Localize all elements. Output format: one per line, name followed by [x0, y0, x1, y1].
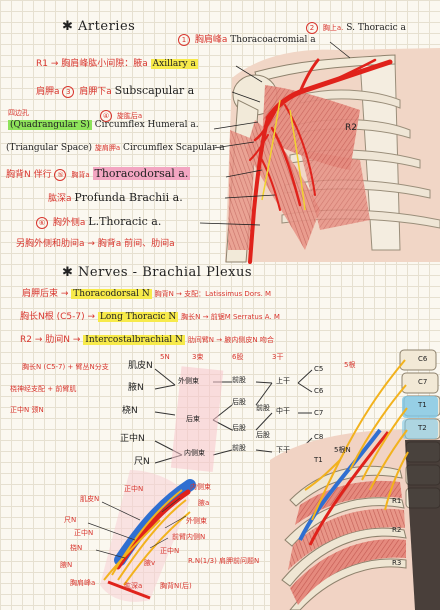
plexus-lateral-cord: 外侧束 — [178, 377, 199, 385]
plexus-note-1: 胸长N (C5-7) + 臂丛N分支 — [22, 363, 109, 371]
arm-axillary-v: 腋v — [144, 559, 156, 567]
circle-number-4-icon: ④ — [100, 110, 112, 122]
circumflex-humeral-cn-label: ④ 旋肱后a — [100, 110, 142, 122]
arteries-anatomy-figure — [225, 48, 440, 264]
nerves-heading: ✱ Nerves - Brachial Plexus — [62, 265, 253, 280]
vertebra-c6-label: C6 — [418, 355, 428, 363]
circle-number-3-icon: 3 — [62, 86, 75, 98]
arm-deltoid-note: R.N(1/3) 肩胛前问题N — [188, 557, 260, 565]
circumflex-scapular-label: (Triangular Space) 旋肩胛a Circumflex Scapu… — [6, 143, 225, 153]
plexus-upper-trunk: 上干 — [276, 377, 290, 385]
plexus-lower-trunk: 下干 — [276, 446, 290, 454]
plexus-ulnar-n: 尺N — [134, 457, 150, 467]
plexus-c5: C5 — [314, 365, 324, 373]
plexus-note-2: 桡神经支配 + 前臂肌 — [10, 385, 77, 393]
arm-radial: 桡N — [70, 544, 83, 552]
plexus-c6: C6 — [314, 387, 324, 395]
rib-r2-label: R2 — [345, 123, 357, 133]
arm-axillary-n: 腋N — [60, 561, 73, 569]
circumflex-humeral-label: (Quadrangular S) Circumflex Humeral a. — [8, 120, 199, 130]
arm-musculocutaneous: 肌皮N — [80, 495, 100, 503]
rib-1-label: R1 — [392, 497, 402, 505]
plexus-roots-note: 5根N — [334, 446, 351, 454]
plexus-radial-n: 桡N — [122, 406, 138, 416]
plexus-c8: C8 — [314, 433, 324, 441]
plexus-post-div-1: 后股 — [232, 398, 246, 406]
arm-medial-cutaneous: 前臂内侧N — [172, 533, 206, 541]
nerve-row-intercostobrachial: R2 → 肋间N → Intercostalbrachial N 肋间臂N → … — [20, 335, 274, 345]
circle-number-6-icon: ⑥ — [36, 217, 48, 229]
plexus-t1: T1 — [314, 456, 323, 464]
plexus-ant-div-3: 前股 — [256, 404, 270, 412]
quadrangular-cn: 四边孔 — [8, 109, 29, 117]
plexus-col-root: 5根 — [344, 361, 356, 369]
plexus-post-div-2: 后股 — [232, 424, 246, 432]
superior-thoracic-label: 2 胸上a. S. Thoracic a — [306, 22, 406, 34]
arm-median-3: 正中N — [160, 547, 180, 555]
vertebra-c7-label: C7 — [418, 378, 428, 386]
plexus-c7: C7 — [314, 409, 324, 417]
rib-2-label: R2 — [392, 526, 402, 534]
circle-number-1-icon: 1 — [178, 34, 190, 46]
plexus-ant-div-1: 前股 — [232, 376, 246, 384]
plexus-note-3: 正中N 颈N — [10, 406, 44, 414]
arm-median: 正中N — [124, 485, 144, 493]
subscapular-label: 肩胛a 3 肩胛下a Subscapular a — [36, 84, 195, 98]
plexus-medial-cord: 内侧束 — [184, 449, 205, 457]
asterisk-icon: ✱ — [62, 19, 74, 34]
vertebra-t2-label: T2 — [418, 424, 427, 432]
thoracoacromial-label: 1 胸肩峰a Thoracoacromial a — [178, 34, 316, 46]
plexus-col-trunk: 3干 — [272, 353, 284, 361]
circle-number-5-icon: ⑤ — [54, 169, 67, 181]
plexus-post-div-3: 后股 — [256, 431, 270, 439]
artery-leader-lines — [199, 41, 351, 226]
plexus-col-division: 6股 — [232, 353, 244, 361]
arteries-heading: ✱ Arteries — [62, 19, 136, 34]
arm-ulnar: 尺N — [64, 516, 77, 524]
plexus-axillary-n: 腋N — [128, 383, 144, 393]
spine-figure — [270, 349, 440, 610]
plexus-posterior-cord: 后束 — [186, 415, 200, 423]
nerve-row-thoracodorsal: 肩胛后束 → Thoracodorsal N 胸背N → 支配：Latissim… — [22, 289, 272, 299]
arm-medial-cord: 内侧束 — [190, 483, 211, 491]
arm-leader-lines — [87, 497, 187, 559]
cord-highlight-band — [170, 366, 224, 473]
arm-lateral-cord: 外侧束 — [186, 517, 207, 525]
plexus-ant-div-2: 前股 — [232, 444, 246, 452]
arm-bottom-mid: 肱深a — [124, 582, 143, 590]
lateral-thoracic-label: ⑥ 胸外侧a L.Thoracic a. — [36, 216, 161, 229]
plexus-col-branch: 5N — [160, 353, 170, 361]
arteries-bottom-note: 另胸外侧和肋间a → 胸背a 前间、肋间a — [16, 239, 175, 249]
arm-median-2: 正中N — [74, 529, 94, 537]
arm-bottom-right: 胸背N(后) — [160, 582, 192, 590]
plexus-col-cord: 3束 — [192, 353, 204, 361]
circle-number-2-icon: 2 — [306, 22, 318, 34]
rib-3-label: R3 — [392, 559, 402, 567]
profunda-label: 肱深a Profunda Brachii a. — [48, 191, 183, 204]
vertebra-t1-label: T1 — [418, 401, 427, 409]
arm-axillary-a: 腋a — [198, 499, 210, 507]
nerve-row-long-thoracic: 胸长N根 (C5-7) → Long Thoracic N 胸长N → 前锯M … — [20, 312, 280, 322]
plexus-musculocutaneous: 肌皮N — [128, 361, 153, 371]
axillary-label: R1 → 胸肩峰肱小间隙：腋a Axillary a — [36, 59, 198, 69]
thoracodorsal-label: 胸背N 伴行 ⑤ 胸背a Thoracodorsal a. — [6, 167, 191, 181]
arm-bottom-left: 胸肩峰a — [70, 579, 96, 587]
asterisk-icon: ✱ — [62, 265, 74, 280]
plexus-middle-trunk: 中干 — [276, 407, 290, 415]
plexus-median-n: 正中N — [120, 434, 145, 444]
